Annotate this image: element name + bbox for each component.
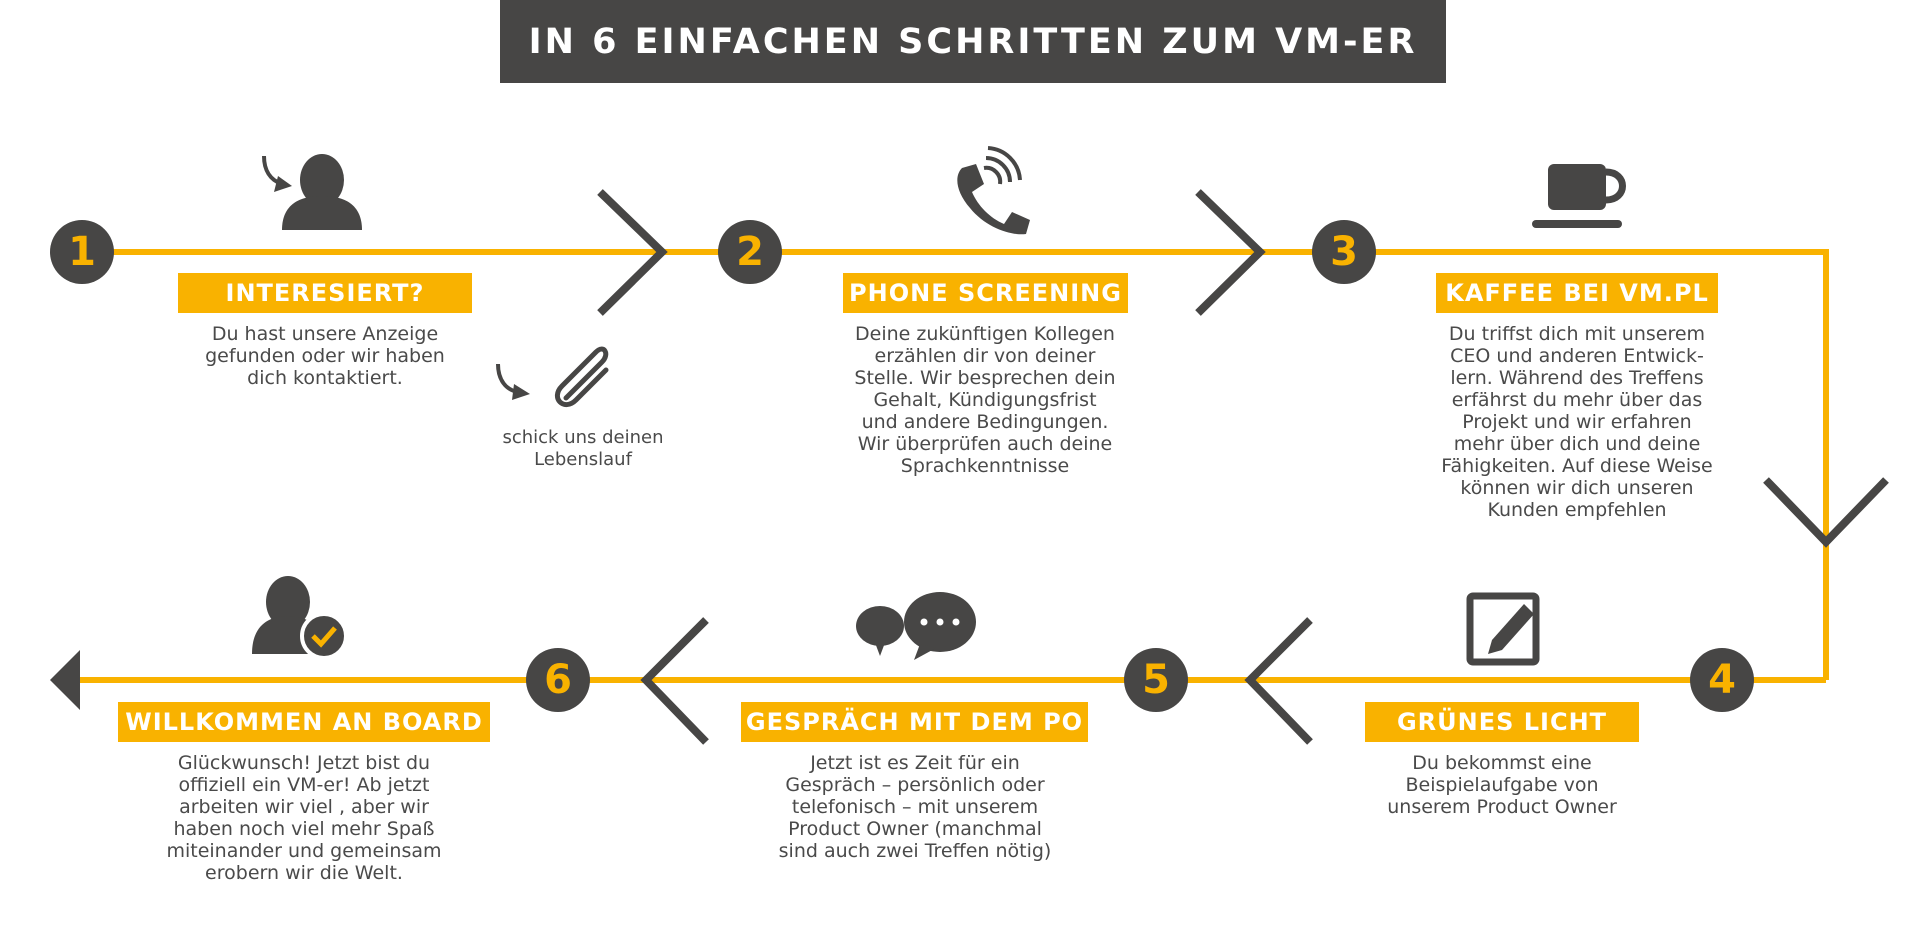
step-title-1: Interesiert? [178, 273, 472, 313]
step-title-3: Kaffee bei VM.PL [1436, 273, 1718, 313]
step-text-5: Jetzt ist es Zeit für ein Gespräch – per… [778, 752, 1052, 862]
person-check-icon [252, 576, 348, 660]
person-arrow-icon [262, 154, 362, 230]
chevron-down-icon [1763, 477, 1889, 548]
chevron-right-icon [597, 189, 668, 316]
step-text-3: Du triffst dich mit unserem CEO und ande… [1441, 323, 1713, 521]
chevron-left-icon [1244, 617, 1313, 745]
page-title: In 6 einfachen Schritten zum VM-er [528, 21, 1418, 62]
chevron-right-icon [1195, 189, 1266, 316]
paperclip-icon [554, 346, 609, 408]
chevron-left-icon [640, 617, 709, 745]
step-title-2: Phone Screening [843, 273, 1128, 313]
step-number-2: 2 [718, 220, 782, 284]
step-number-6: 6 [526, 648, 590, 712]
arrowhead-left-icon [50, 650, 80, 710]
step-text-6: Glückwunsch! Jetzt bist du offiziell ein… [166, 752, 442, 884]
header-banner: In 6 einfachen Schritten zum VM-er [500, 0, 1446, 83]
step-number-3: 3 [1312, 220, 1376, 284]
step-title-5: Gespräch mit dem PO [741, 702, 1088, 742]
step-title-6: Willkommen an Board [118, 702, 490, 742]
step-text-4: Du bekommst eine Beispielaufgabe von uns… [1387, 752, 1617, 818]
step-number-4: 4 [1690, 648, 1754, 712]
step-title-4: Grünes Licht [1365, 702, 1639, 742]
step-number-1: 1 [50, 220, 114, 284]
phone-icon [957, 146, 1030, 235]
step-number-5: 5 [1124, 648, 1188, 712]
attachment-note: schick uns deinen Lebenslauf [502, 427, 664, 470]
step-text-2: Deine zukünftigen Kollegen erzählen dir … [854, 323, 1116, 477]
chat-bubbles-icon [856, 592, 976, 660]
edit-icon [1466, 592, 1540, 666]
attachment-arrow-icon [496, 363, 530, 400]
coffee-cup-icon [1532, 164, 1626, 228]
step-text-1: Du hast unsere Anzeige gefunden oder wir… [205, 323, 445, 389]
